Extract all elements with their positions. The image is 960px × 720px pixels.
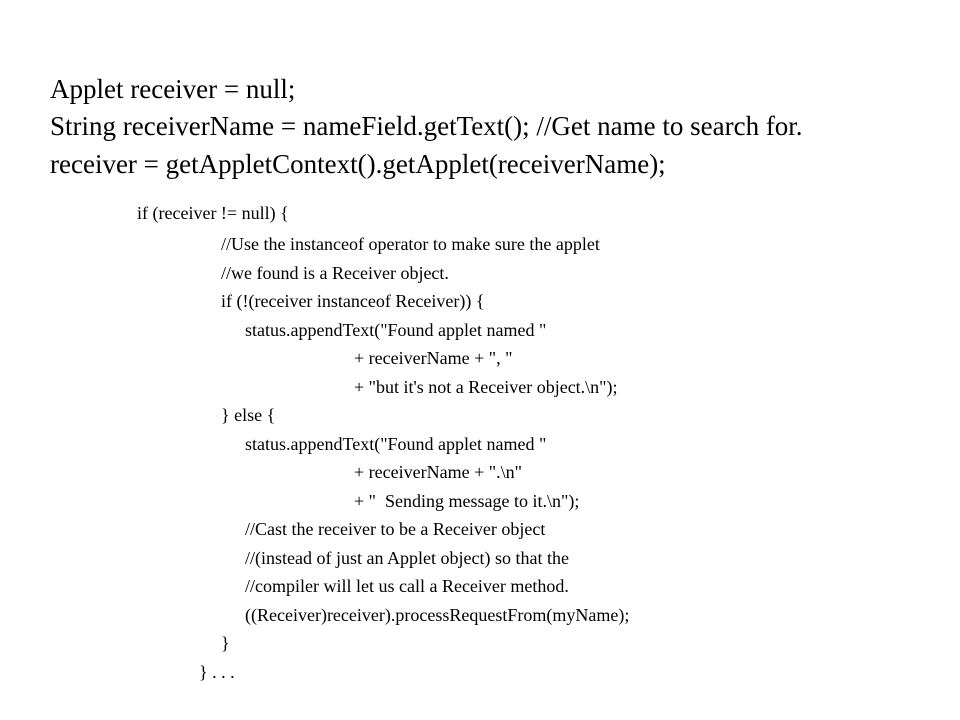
code-line-13: //(instead of just an Applet object) so … bbox=[245, 548, 569, 568]
code-line-2: //Use the instanceof operator to make su… bbox=[221, 234, 600, 254]
code-line-7: + "but it's not a Receiver object.\n"); bbox=[354, 377, 618, 397]
code-line-9: status.appendText("Found applet named " bbox=[245, 434, 547, 454]
code-line-1: if (receiver != null) { bbox=[137, 203, 289, 223]
code-line-15: ((Receiver)receiver).processRequestFrom(… bbox=[245, 605, 630, 625]
header-line-1: Applet receiver = null; bbox=[50, 74, 296, 104]
code-line-16: } bbox=[221, 633, 230, 653]
code-line-6: + receiverName + ", " bbox=[354, 348, 513, 368]
code-line-17: } . . . bbox=[199, 662, 235, 682]
code-line-8: } else { bbox=[221, 405, 276, 425]
code-line-12: //Cast the receiver to be a Receiver obj… bbox=[245, 519, 546, 539]
code-line-5: status.appendText("Found applet named " bbox=[245, 320, 547, 340]
code-line-3: //we found is a Receiver object. bbox=[221, 263, 449, 283]
header-line-3: receiver = getAppletContext().getApplet(… bbox=[50, 149, 666, 179]
code-line-14: //compiler will let us call a Receiver m… bbox=[245, 576, 569, 596]
code-line-11: + " Sending message to it.\n"); bbox=[354, 491, 580, 511]
code-line-10: + receiverName + ".\n" bbox=[354, 462, 522, 482]
header-line-2: String receiverName = nameField.getText(… bbox=[50, 111, 803, 141]
code-line-4: if (!(receiver instanceof Receiver)) { bbox=[221, 291, 485, 311]
